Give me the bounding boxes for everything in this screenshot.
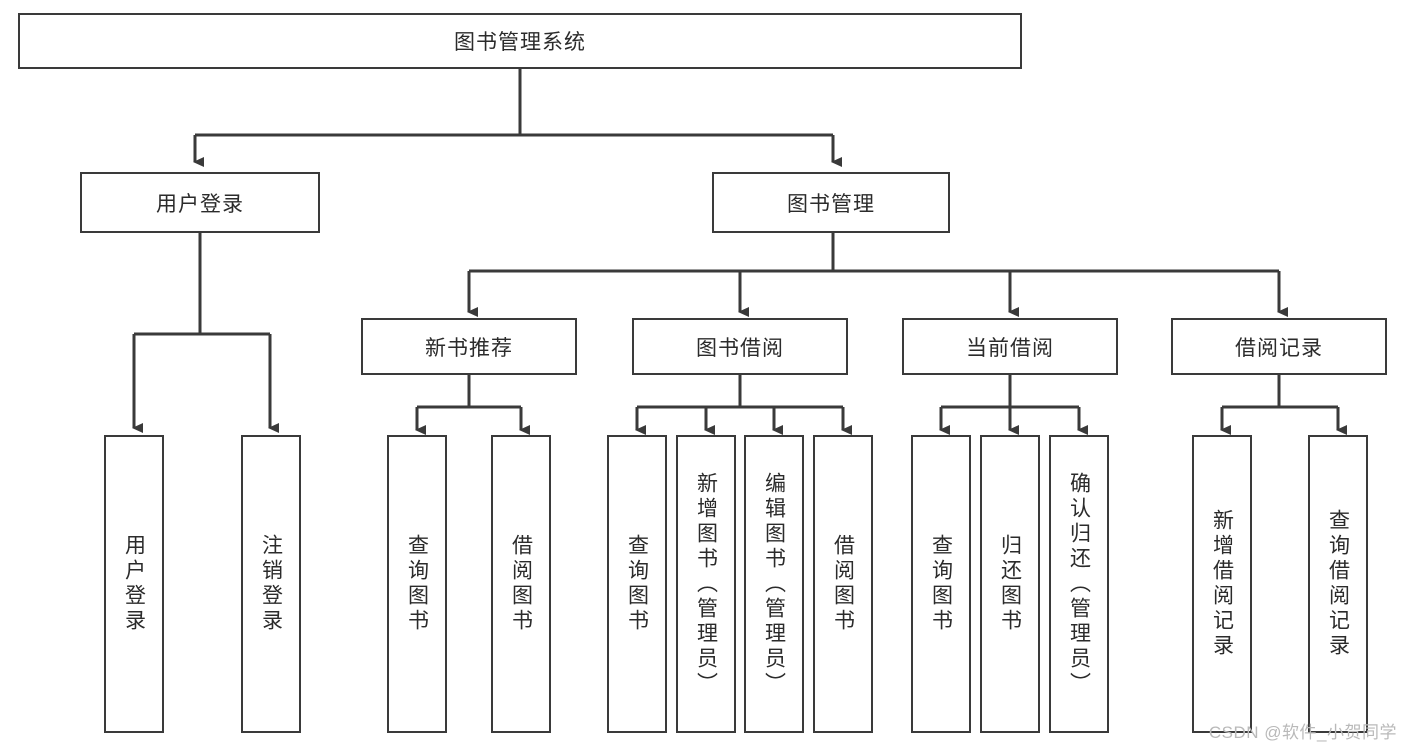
leaf-current-borrow-return-book[interactable]: 归还图书 <box>980 435 1040 733</box>
node-borrow-record[interactable]: 借阅记录 <box>1171 318 1387 375</box>
leaf-book-borrow-borrow-book-label: 借阅图书 <box>831 534 855 634</box>
node-current-borrow[interactable]: 当前借阅 <box>902 318 1118 375</box>
leaf-book-borrow-query-book[interactable]: 查询图书 <box>607 435 667 733</box>
leaf-borrow-record-add-label: 新增借阅记录 <box>1210 509 1234 659</box>
leaf-borrow-record-query-label: 查询借阅记录 <box>1326 509 1350 659</box>
node-borrow-record-label: 借阅记录 <box>1235 336 1323 360</box>
leaf-user-login-logout[interactable]: 注销登录 <box>241 435 301 733</box>
leaf-current-borrow-query-book[interactable]: 查询图书 <box>911 435 971 733</box>
leaf-current-borrow-return-book-label: 归还图书 <box>998 534 1022 634</box>
node-book-manage-label: 图书管理 <box>787 192 875 216</box>
leaf-new-book-borrow-book[interactable]: 借阅图书 <box>491 435 551 733</box>
node-user-login-label: 用户登录 <box>156 192 244 216</box>
leaf-book-borrow-add-book-label: 新增图书（管理员） <box>694 471 718 697</box>
leaf-new-book-query-book-label: 查询图书 <box>405 534 429 634</box>
node-root-system[interactable]: 图书管理系统 <box>18 13 1022 69</box>
csdn-watermark: CSDN @软件_小贺同学 <box>1208 723 1397 742</box>
node-book-manage[interactable]: 图书管理 <box>712 172 950 233</box>
node-book-borrow[interactable]: 图书借阅 <box>632 318 848 375</box>
leaf-new-book-query-book[interactable]: 查询图书 <box>387 435 447 733</box>
leaf-book-borrow-edit-book[interactable]: 编辑图书（管理员） <box>744 435 804 733</box>
node-current-borrow-label: 当前借阅 <box>966 336 1054 360</box>
leaf-borrow-record-add[interactable]: 新增借阅记录 <box>1192 435 1252 733</box>
leaf-current-borrow-query-book-label: 查询图书 <box>929 534 953 634</box>
leaf-book-borrow-borrow-book[interactable]: 借阅图书 <box>813 435 873 733</box>
node-book-borrow-label: 图书借阅 <box>696 336 784 360</box>
leaf-new-book-borrow-book-label: 借阅图书 <box>509 534 533 634</box>
node-user-login[interactable]: 用户登录 <box>80 172 320 233</box>
leaf-book-borrow-query-book-label: 查询图书 <box>625 534 649 634</box>
leaf-user-login-login-label: 用户登录 <box>122 534 146 634</box>
leaf-book-borrow-edit-book-label: 编辑图书（管理员） <box>762 471 786 697</box>
leaf-user-login-logout-label: 注销登录 <box>259 534 283 634</box>
node-root-system-label: 图书管理系统 <box>454 31 586 54</box>
node-new-book-recommend-label: 新书推荐 <box>425 336 513 360</box>
node-new-book-recommend[interactable]: 新书推荐 <box>361 318 577 375</box>
leaf-current-borrow-confirm-return-label: 确认归还（管理员） <box>1067 471 1091 697</box>
leaf-user-login-login[interactable]: 用户登录 <box>104 435 164 733</box>
leaf-borrow-record-query[interactable]: 查询借阅记录 <box>1308 435 1368 733</box>
leaf-book-borrow-add-book[interactable]: 新增图书（管理员） <box>676 435 736 733</box>
leaf-current-borrow-confirm-return[interactable]: 确认归还（管理员） <box>1049 435 1109 733</box>
